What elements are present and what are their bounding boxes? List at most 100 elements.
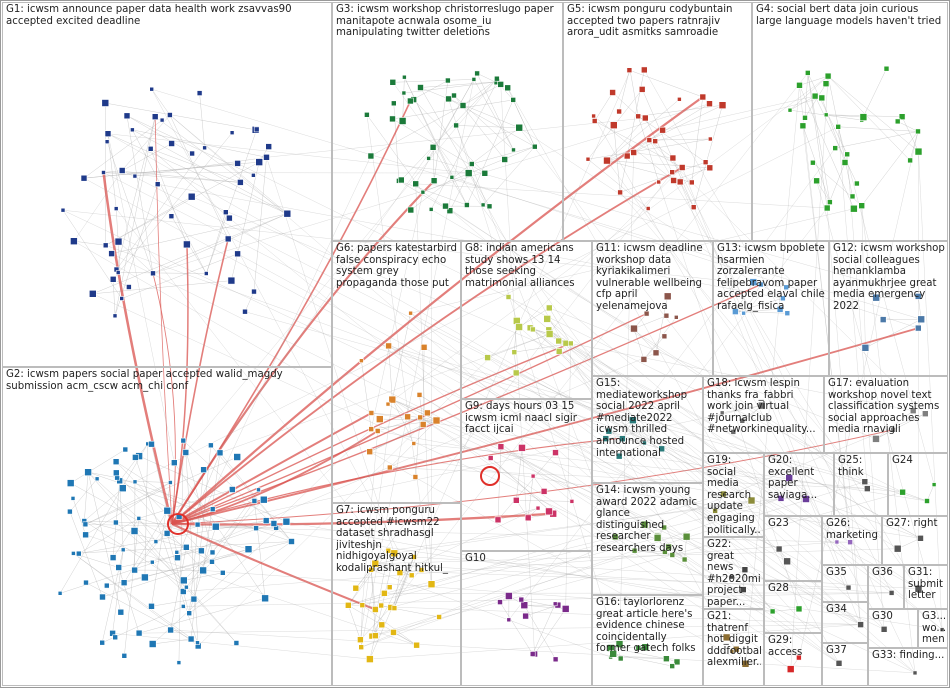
edge <box>132 129 288 214</box>
group-label: G22: great news #h2020mi... project pape… <box>707 539 761 608</box>
edge <box>151 598 194 607</box>
node <box>659 126 666 134</box>
edge <box>399 507 539 573</box>
node <box>113 519 119 526</box>
node <box>844 151 851 158</box>
group-label: G34 <box>826 604 847 615</box>
node <box>368 566 375 573</box>
node <box>635 113 642 120</box>
node <box>113 206 119 211</box>
group-box-g4: G4: social bert data join curious large … <box>752 2 948 241</box>
node <box>209 549 216 556</box>
node <box>167 626 174 634</box>
edge <box>420 417 861 625</box>
node <box>486 203 493 210</box>
node <box>424 409 431 417</box>
edge <box>804 83 827 118</box>
edge <box>107 133 117 209</box>
node <box>251 498 258 504</box>
node <box>921 410 929 418</box>
node <box>471 77 477 82</box>
group-label: G4: social bert data join curious large … <box>756 4 942 27</box>
node <box>640 520 649 529</box>
edge <box>401 78 498 181</box>
edge <box>370 569 376 610</box>
edge <box>171 437 623 525</box>
node <box>101 99 110 107</box>
node <box>389 115 396 123</box>
edge <box>909 131 919 161</box>
edge <box>371 481 865 637</box>
node <box>796 654 802 661</box>
edge <box>558 340 919 589</box>
edge <box>445 205 943 630</box>
edge <box>490 457 554 514</box>
node <box>914 324 922 332</box>
node <box>229 486 236 493</box>
node <box>609 121 618 129</box>
node <box>148 602 155 610</box>
edge <box>115 522 184 581</box>
node <box>428 207 434 212</box>
node <box>515 323 523 331</box>
node <box>89 289 97 298</box>
node <box>545 507 553 516</box>
node-layer <box>57 65 945 676</box>
edge <box>85 482 171 525</box>
node <box>512 496 520 504</box>
node <box>202 145 207 151</box>
node <box>924 498 930 504</box>
edge <box>508 296 567 344</box>
edge <box>185 78 498 453</box>
node <box>783 557 791 566</box>
edge <box>780 498 806 500</box>
group-label: G8: indian americans study shows 13 14 t… <box>465 243 575 289</box>
edge <box>388 345 393 400</box>
node <box>552 656 559 663</box>
edge <box>237 253 849 588</box>
node <box>83 579 89 586</box>
edge <box>629 69 703 98</box>
node <box>359 358 364 364</box>
edge <box>519 326 861 625</box>
node <box>408 310 413 316</box>
node <box>645 206 651 211</box>
edge <box>390 537 658 608</box>
group-box-g1: G1: icwsm announce paper data health wor… <box>2 2 332 367</box>
edge <box>403 81 498 94</box>
group-box-g11: G11: icwsm deadline workshop data kyriak… <box>592 241 713 376</box>
node <box>364 112 370 118</box>
edge <box>658 181 800 609</box>
edge <box>875 410 914 440</box>
edge <box>171 244 189 525</box>
edge <box>772 608 800 612</box>
node <box>739 586 747 593</box>
node <box>119 484 127 493</box>
node <box>522 612 529 620</box>
node <box>681 556 688 563</box>
group-label: G19: social media research update engagi… <box>707 455 761 536</box>
node <box>813 177 820 185</box>
edge <box>410 313 840 664</box>
node <box>545 330 554 338</box>
group-label: G16: taylorlorenz great article here's e… <box>596 597 696 655</box>
group-label: G27: right <box>886 518 938 529</box>
node <box>795 605 803 613</box>
node <box>741 310 746 316</box>
edge <box>121 170 241 183</box>
node <box>481 170 489 177</box>
node <box>540 488 548 495</box>
node <box>615 640 624 648</box>
node <box>518 444 526 452</box>
node <box>603 156 611 165</box>
node <box>113 469 120 477</box>
node <box>732 308 739 315</box>
group-box-g7: G7: icwsm ponguru accepted #icwsm22 data… <box>332 503 461 686</box>
edge <box>897 121 919 132</box>
node <box>722 633 731 642</box>
edge <box>92 280 232 295</box>
node <box>183 240 191 249</box>
edge <box>519 307 550 328</box>
edge <box>393 572 401 609</box>
